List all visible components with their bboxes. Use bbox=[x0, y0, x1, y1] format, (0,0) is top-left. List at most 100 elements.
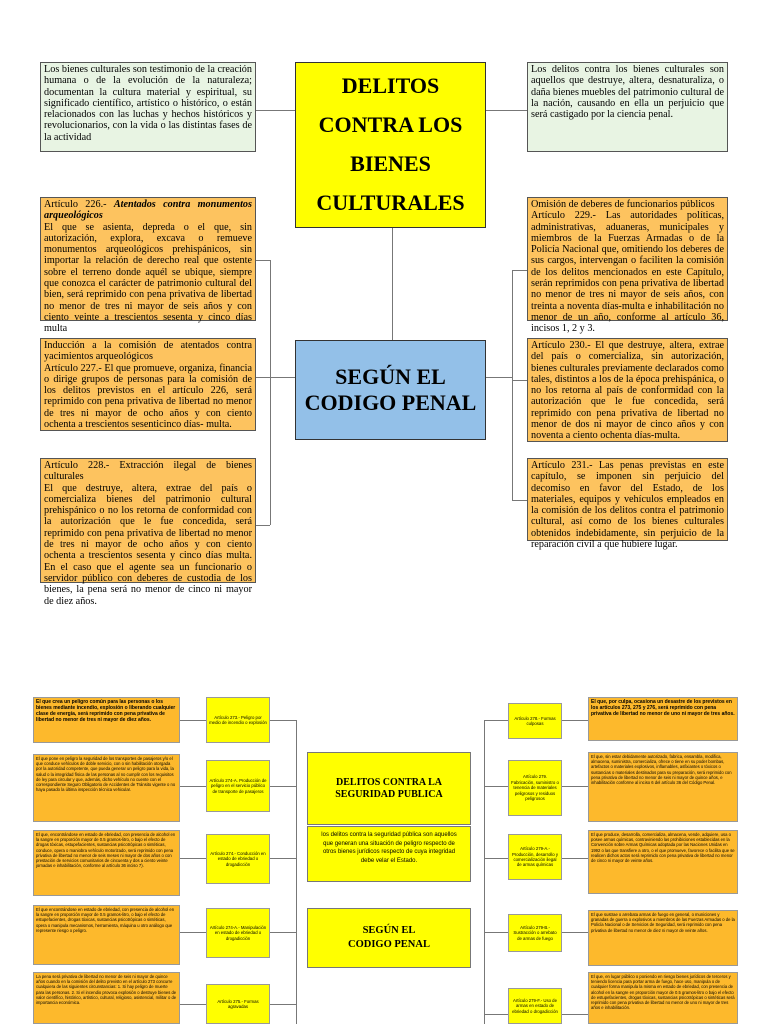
article-226-heading: Artículo 226.- bbox=[44, 199, 114, 210]
left-text: El que pone en peligro la seguridad de l… bbox=[36, 756, 176, 793]
connector-line bbox=[484, 858, 508, 859]
connector-line bbox=[256, 377, 270, 378]
left-label: Artículo 274-A.- Manipulación en estado … bbox=[209, 924, 267, 941]
connector-line bbox=[512, 500, 527, 501]
code-title-line: SEGÚN EL bbox=[335, 364, 446, 389]
security-title-box: DELITOS CONTRA LA SEGURIDAD PUBLICA bbox=[307, 752, 471, 825]
connector-line bbox=[562, 786, 588, 787]
connector-line bbox=[180, 1004, 206, 1005]
left-text: El que crea un peligro común para las pe… bbox=[36, 699, 176, 723]
connector-line bbox=[296, 720, 297, 1024]
left-text-box: El que pone en peligro la seguridad de l… bbox=[33, 754, 180, 822]
main-title-line: BIENES bbox=[350, 151, 431, 176]
left-text-box: El que crea un peligro común para las pe… bbox=[33, 697, 180, 743]
intro-right-text: Los delitos contra los bienes culturales… bbox=[531, 64, 724, 121]
connector-line bbox=[484, 720, 485, 1024]
security-desc-box: los delitos contra la seguridad pública … bbox=[307, 826, 471, 882]
right-text: El que, por culpa, ocasiona un desastre … bbox=[591, 699, 735, 717]
connector-line bbox=[562, 932, 588, 933]
connector-line bbox=[392, 228, 393, 340]
connector-line bbox=[270, 377, 296, 378]
article-231-text: Artículo 231.- Las penas previstas en es… bbox=[531, 460, 724, 551]
code-title-box: SEGÚN EL CODIGO PENAL bbox=[295, 340, 486, 440]
connector-line bbox=[486, 110, 528, 111]
connector-line bbox=[486, 377, 512, 378]
connector-line bbox=[484, 720, 508, 721]
connector-line bbox=[512, 270, 513, 500]
intro-left-box: Los bienes culturales son testimonio de … bbox=[40, 62, 256, 152]
connector-line bbox=[562, 858, 588, 859]
left-text-box: La pena será privativa de libertad no me… bbox=[33, 972, 180, 1024]
article-226-box: Artículo 226.- Atentados contra monument… bbox=[40, 197, 256, 334]
left-label: Artículo 275.- Formas agravadas bbox=[217, 998, 259, 1009]
connector-line bbox=[256, 260, 270, 261]
security-code-title-box: SEGÚN EL CODIGO PENAL bbox=[307, 908, 471, 968]
article-230-box: Artículo 230.- El que destruye, altera, … bbox=[527, 338, 728, 442]
right-label-box: Artículo 279. Fabricación, suministro o … bbox=[508, 760, 562, 816]
main-title-box: DELITOS CONTRA LOS BIENES CULTURALES bbox=[295, 62, 486, 228]
right-text: El que produce, desarrolla, comercializa… bbox=[591, 832, 735, 864]
left-label-box: Artículo 274-A. Producción de peligro en… bbox=[206, 760, 270, 812]
left-text-box: El que encontrándose en estado de ebried… bbox=[33, 905, 180, 965]
article-229-box: Omisión de deberes de funcionarios públi… bbox=[527, 197, 728, 334]
right-label-box: Artículo 279-B.- Sustracción o arrebato … bbox=[508, 914, 562, 952]
right-label-box: Artículo 278.- Formas culposas bbox=[508, 703, 562, 739]
article-226-body: El que se asienta, depreda o el que, sin… bbox=[44, 221, 252, 335]
right-label: Artículo 279-B.- Sustracción o arrebato … bbox=[513, 924, 557, 941]
article-231-box: Artículo 231.- Las penas previstas en es… bbox=[527, 458, 728, 550]
left-label-box: Artículo 274.- Conducción en estado de e… bbox=[206, 834, 270, 884]
right-text-box: El que sustrae o arrebata armas de fuego… bbox=[588, 910, 738, 966]
main-title-line: CULTURALES bbox=[316, 190, 465, 215]
connector-line bbox=[484, 1014, 508, 1015]
connector-line bbox=[270, 932, 296, 933]
connector-line bbox=[484, 932, 508, 933]
right-text: El que, sin estar debidamente autorizado… bbox=[591, 754, 732, 786]
security-desc: los delitos contra la seguridad pública … bbox=[321, 832, 457, 864]
connector-line bbox=[562, 720, 588, 721]
right-text: El que sustrae o arrebata armas de fuego… bbox=[591, 912, 735, 933]
article-227-box: Inducción a la comisión de atentados con… bbox=[40, 338, 256, 431]
intro-left-text: Los bienes culturales son testimonio de … bbox=[44, 64, 252, 143]
connector-line bbox=[180, 720, 206, 721]
left-text-box: El que, encontrándose en estado de ebrie… bbox=[33, 830, 180, 896]
article-228-box: Artículo 228.- Extracción ilegal de bien… bbox=[40, 458, 256, 607]
left-label: Artículo 274.- Conducción en estado de e… bbox=[210, 850, 266, 867]
connector-line bbox=[256, 525, 270, 526]
code-title: SEGÚN EL CODIGO PENAL bbox=[305, 364, 477, 416]
connector-line bbox=[180, 932, 206, 933]
connector-line bbox=[270, 720, 296, 721]
security-code-title: SEGÚN EL CODIGO PENAL bbox=[348, 925, 430, 950]
right-label: Artículo 279. Fabricación, suministro o … bbox=[511, 774, 559, 802]
left-text: El que, encontrándose en estado de ebrie… bbox=[36, 832, 176, 869]
connector-line bbox=[512, 270, 527, 271]
right-text-box: El que, en lugar público o poniendo en r… bbox=[588, 972, 738, 1024]
main-title: DELITOS CONTRA LOS BIENES CULTURALES bbox=[296, 63, 485, 222]
right-text-box: El que, sin estar debidamente autorizado… bbox=[588, 752, 738, 822]
connector-line bbox=[270, 858, 296, 859]
left-label: Artículo 273.- Peligro por medio de ince… bbox=[209, 714, 267, 725]
code-title-line: CODIGO PENAL bbox=[304, 390, 477, 415]
article-229-text: Omisión de deberes de funcionarios públi… bbox=[531, 199, 724, 335]
security-title: DELITOS CONTRA LA SEGURIDAD PUBLICA bbox=[335, 776, 443, 800]
right-text-box: El que, por culpa, ocasiona un desastre … bbox=[588, 697, 738, 741]
left-label-box: Artículo 273.- Peligro por medio de ince… bbox=[206, 697, 270, 743]
left-text: La pena será privativa de libertad no me… bbox=[36, 974, 177, 1006]
main-title-line: DELITOS bbox=[341, 73, 440, 98]
connector-line bbox=[270, 260, 271, 525]
right-label-box: Artículo 279-A.- Producción, desarrollo … bbox=[508, 834, 562, 880]
article-230-text: Artículo 230.- El que destruye, altera, … bbox=[531, 340, 724, 442]
connector-line bbox=[484, 786, 508, 787]
main-title-line: CONTRA LOS bbox=[318, 112, 463, 137]
right-text-box: El que produce, desarrolla, comercializa… bbox=[588, 830, 738, 894]
connector-line bbox=[270, 1004, 296, 1005]
right-text: El que, en lugar público o poniendo en r… bbox=[591, 974, 735, 1011]
intro-right-box: Los delitos contra los bienes culturales… bbox=[527, 62, 728, 152]
left-label: Artículo 274-A. Producción de peligro en… bbox=[209, 777, 267, 794]
connector-line bbox=[180, 786, 206, 787]
right-label: Artículo 279-F.- Uso de armas en estado … bbox=[512, 997, 558, 1014]
connector-line bbox=[562, 1014, 588, 1015]
left-label-box: Artículo 275.- Formas agravadas bbox=[206, 984, 270, 1024]
article-227-text: Inducción a la comisión de atentados con… bbox=[44, 340, 252, 431]
connector-line bbox=[180, 858, 206, 859]
left-label-box: Artículo 274-A.- Manipulación en estado … bbox=[206, 908, 270, 958]
